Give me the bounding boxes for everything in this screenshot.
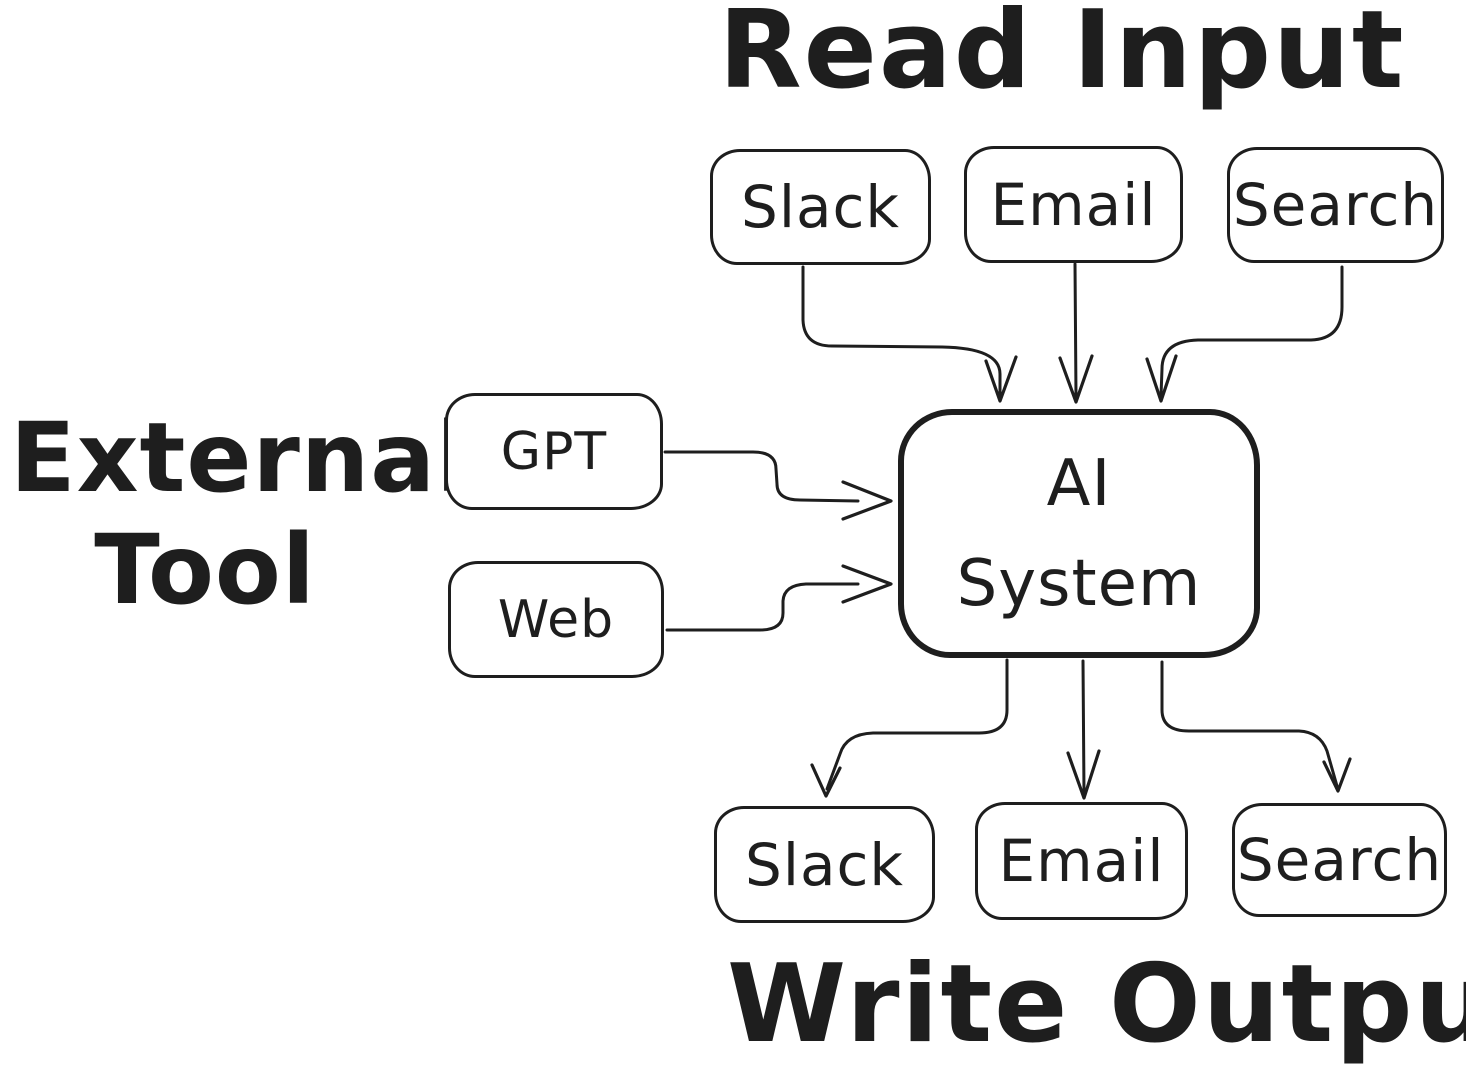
arrow-ai-to-slack	[810, 658, 1009, 798]
arrow-ai-to-search	[1160, 660, 1352, 793]
node-web-label: Web	[497, 589, 615, 650]
label-external-tool: External Tool	[10, 402, 470, 626]
node-output-email-label: Email	[998, 827, 1165, 895]
node-input-email: Email	[964, 146, 1183, 263]
node-ai-system-line2: System	[956, 546, 1202, 621]
node-input-slack-label: Slack	[741, 173, 900, 241]
arrow-slack-to-ai	[801, 265, 1018, 403]
node-ai-system-line1: AI	[1046, 446, 1112, 521]
node-web: Web	[448, 561, 664, 678]
node-gpt: GPT	[445, 393, 663, 510]
node-ai-system: AI System	[898, 409, 1260, 658]
node-output-search: Search	[1232, 803, 1447, 917]
node-input-search-label: Search	[1232, 171, 1439, 239]
node-output-email: Email	[975, 802, 1188, 920]
label-external-tool-line1: External	[10, 402, 470, 514]
title-read-input: Read Input	[718, 0, 1406, 113]
title-write-output: Write Output	[727, 942, 1466, 1067]
label-external-tool-line2: Tool	[94, 514, 316, 626]
arrow-search-to-ai	[1145, 265, 1344, 403]
arrow-ai-to-email	[1066, 659, 1101, 800]
node-output-slack: Slack	[714, 806, 935, 923]
arrow-gpt-to-ai	[663, 450, 893, 521]
node-input-email-label: Email	[990, 170, 1157, 239]
node-output-search-label: Search	[1236, 826, 1443, 894]
node-input-slack: Slack	[710, 149, 931, 265]
node-gpt-label: GPT	[500, 421, 608, 482]
arrow-email-to-ai	[1058, 262, 1094, 404]
node-input-search: Search	[1227, 147, 1444, 263]
node-output-slack-label: Slack	[745, 830, 904, 899]
arrow-web-to-ai	[665, 564, 893, 632]
